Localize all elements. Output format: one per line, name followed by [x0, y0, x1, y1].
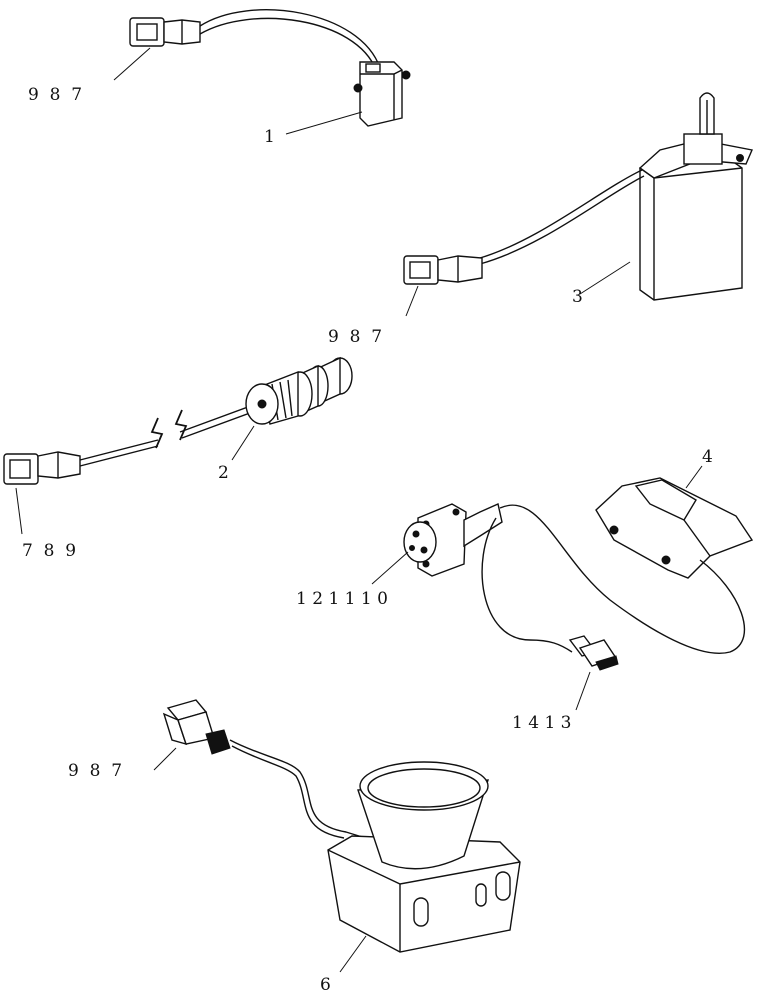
- harness-wire-4: [499, 504, 746, 654]
- callout-part-4: 4: [702, 447, 713, 467]
- bowl-6: [357, 761, 489, 870]
- mounting-bracket-4: [595, 465, 754, 579]
- connector-plug-4: [568, 635, 619, 671]
- part-6-assembly: [153, 699, 521, 973]
- part-3-assembly: [403, 92, 753, 317]
- callout-part-2-connector: 7 8 9: [22, 541, 76, 561]
- receptacle-4: [403, 503, 503, 577]
- base-box-6: [327, 835, 521, 953]
- connector-plug-6: [162, 699, 231, 755]
- switch-body-1: [353, 61, 411, 127]
- callout-part-4-connector: 1 4 1 3: [512, 713, 571, 733]
- threaded-sensor-2: [245, 356, 353, 425]
- part-2-assembly: [3, 356, 353, 535]
- callout-part-1: 1: [264, 127, 275, 147]
- callout-part-6-connector: 9 8 7: [68, 761, 122, 781]
- sensor-wire-2: [79, 439, 159, 461]
- harness-wire-6: [229, 739, 373, 841]
- connector-plug-top: [129, 17, 201, 47]
- part-4-assembly: [371, 465, 754, 711]
- connector-plug-2: [3, 451, 81, 485]
- harness-wire-1: [199, 9, 381, 69]
- callout-part-3-connector: 9 8 7: [328, 327, 382, 347]
- callout-part-2: 2: [218, 463, 229, 483]
- callout-top-connector: 9 8 7: [28, 85, 82, 105]
- callout-part-3: 3: [572, 287, 583, 307]
- module-body-3: [638, 92, 753, 301]
- harness-wire-3: [479, 169, 643, 259]
- callout-part-6: 6: [320, 975, 331, 995]
- part-1-assembly: [113, 9, 411, 135]
- callout-part-4-receptacle: 1 2 1 1 1 0: [296, 589, 388, 609]
- connector-plug-3: [403, 255, 483, 285]
